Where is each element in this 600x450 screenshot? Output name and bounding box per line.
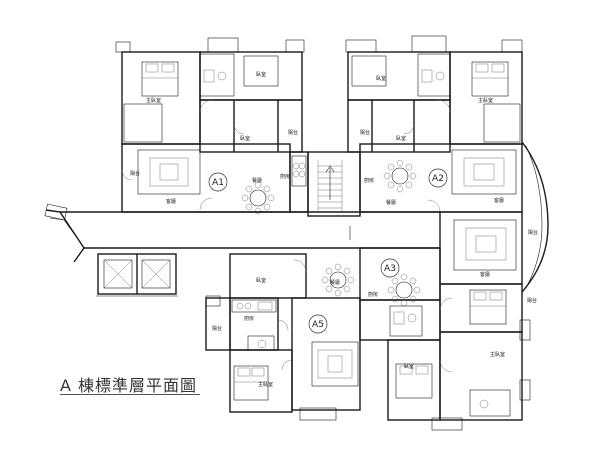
- unit-a1-walls: [115, 37, 309, 215]
- room-label: 主臥室: [490, 351, 505, 358]
- room-label: 臥室: [256, 277, 266, 284]
- room-label: 主臥室: [478, 97, 493, 104]
- room-label: 臥室: [376, 75, 386, 82]
- room-label: 陽台: [360, 129, 370, 136]
- room-label: 臥室: [240, 135, 250, 142]
- room-label: 臥室: [396, 135, 406, 142]
- room-label: 餐廳: [330, 279, 340, 286]
- room-label: 客廳: [480, 271, 490, 278]
- room-label: 陽台: [527, 297, 537, 304]
- room-label: 陽台: [212, 325, 222, 332]
- unit-label-a2: A2: [432, 174, 444, 184]
- room-label: 主臥室: [146, 97, 161, 104]
- room-label: 臥室: [256, 71, 266, 78]
- core-walls: [44, 151, 440, 297]
- room-label: 陽台: [130, 170, 140, 177]
- room-label: 主臥室: [258, 381, 273, 388]
- room-label: 客廳: [166, 198, 176, 205]
- unit-a3-walls: [359, 211, 531, 431]
- room-label: 餐廳: [252, 177, 262, 184]
- room-label: 廚房: [368, 291, 378, 298]
- room-label: 陽台: [528, 229, 538, 236]
- room-label: 廚房: [244, 315, 254, 322]
- unit-markers: A1 A2 A3 A5: [208, 168, 448, 334]
- room-label: 廚房: [364, 177, 374, 184]
- room-label: 陽台: [288, 129, 298, 136]
- plan-title: A 棟標準層平面圖: [60, 376, 198, 395]
- room-label: 客廳: [494, 197, 504, 204]
- unit-a2-walls: [345, 35, 549, 293]
- room-label: 臥室: [404, 363, 414, 370]
- title-underline: [60, 394, 200, 395]
- unit-label-a5: A5: [312, 320, 324, 330]
- unit-label-a3: A3: [384, 264, 396, 274]
- unit-a5-walls: [205, 253, 361, 421]
- room-labels: 主臥室 臥室 臥室 陽台 廚房 餐廳 客廳 陽台 主臥室 臥室 臥室 陽台 廚房…: [130, 71, 538, 388]
- unit-label-a1: A1: [212, 178, 224, 188]
- room-label: 廚房: [280, 173, 290, 180]
- room-label: 餐廳: [386, 199, 396, 206]
